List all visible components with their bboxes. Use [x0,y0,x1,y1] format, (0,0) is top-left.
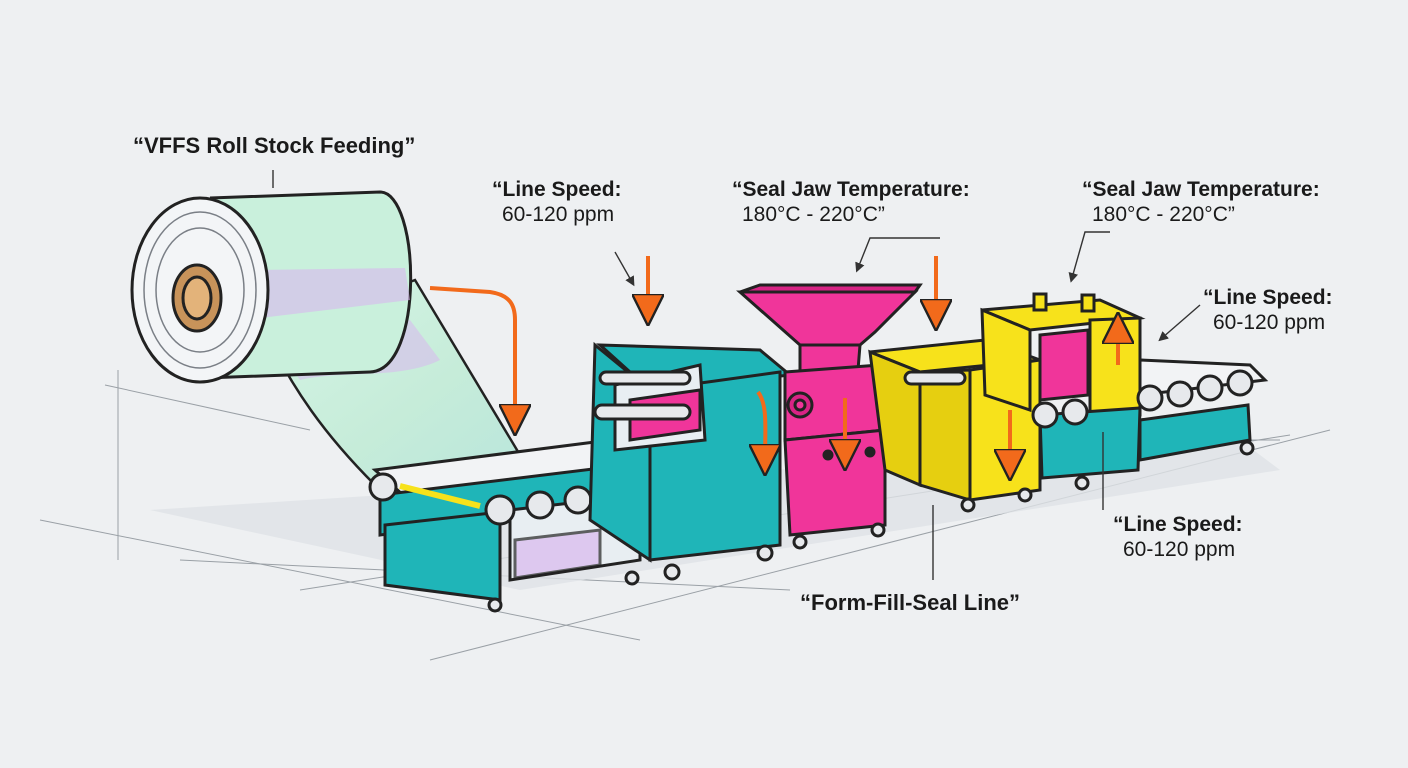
label-line-speed-3-value: 60-120 ppm [1123,538,1236,562]
conveyor-3 [1074,358,1269,491]
label-seal-temp-1: “Seal Jaw Temperature: 180°C - 220°C” [732,177,970,227]
label-seal-temp-2-value: 180°C - 220°C” [1092,203,1235,227]
flow-arrows [429,256,1118,465]
label-seal-temp-1-value: 180°C - 220°C” [742,203,885,227]
film-roll [130,190,413,384]
label-line-speed-1: “Line Speed: 60-120 ppm [492,177,622,227]
label-line-speed-2-title: “Line Speed: [1203,286,1333,309]
teal-forming-machine [588,341,794,581]
label-roll-stock-feeding-text: “VFFS Roll Stock Feeding” [133,133,416,158]
label-line-speed-1-title: “Line Speed: [492,178,622,201]
leader-lines [272,170,1201,580]
magenta-filler [736,283,923,550]
label-seal-temp-2-title: “Seal Jaw Temperature: [1082,178,1320,201]
label-line-speed-2-value: 60-120 ppm [1213,311,1326,335]
label-seal-temp-1-title: “Seal Jaw Temperature: [732,178,970,201]
label-roll-stock-feeding: “VFFS Roll Stock Feeding” [133,133,415,159]
label-line-speed-1-value: 60-120 ppm [502,203,615,227]
label-seal-temp-2: “Seal Jaw Temperature: 180°C - 220°C” [1082,177,1320,227]
label-form-fill-seal-line: “Form-Fill-Seal Line” [800,590,1020,616]
label-line-speed-2: “Line Speed: 60-120 ppm [1203,285,1333,335]
label-line-speed-3-title: “Line Speed: [1113,513,1243,536]
label-line-speed-3: “Line Speed: 60-120 ppm [1113,512,1243,562]
label-form-fill-seal-line-text: “Form-Fill-Seal Line” [800,590,1021,615]
